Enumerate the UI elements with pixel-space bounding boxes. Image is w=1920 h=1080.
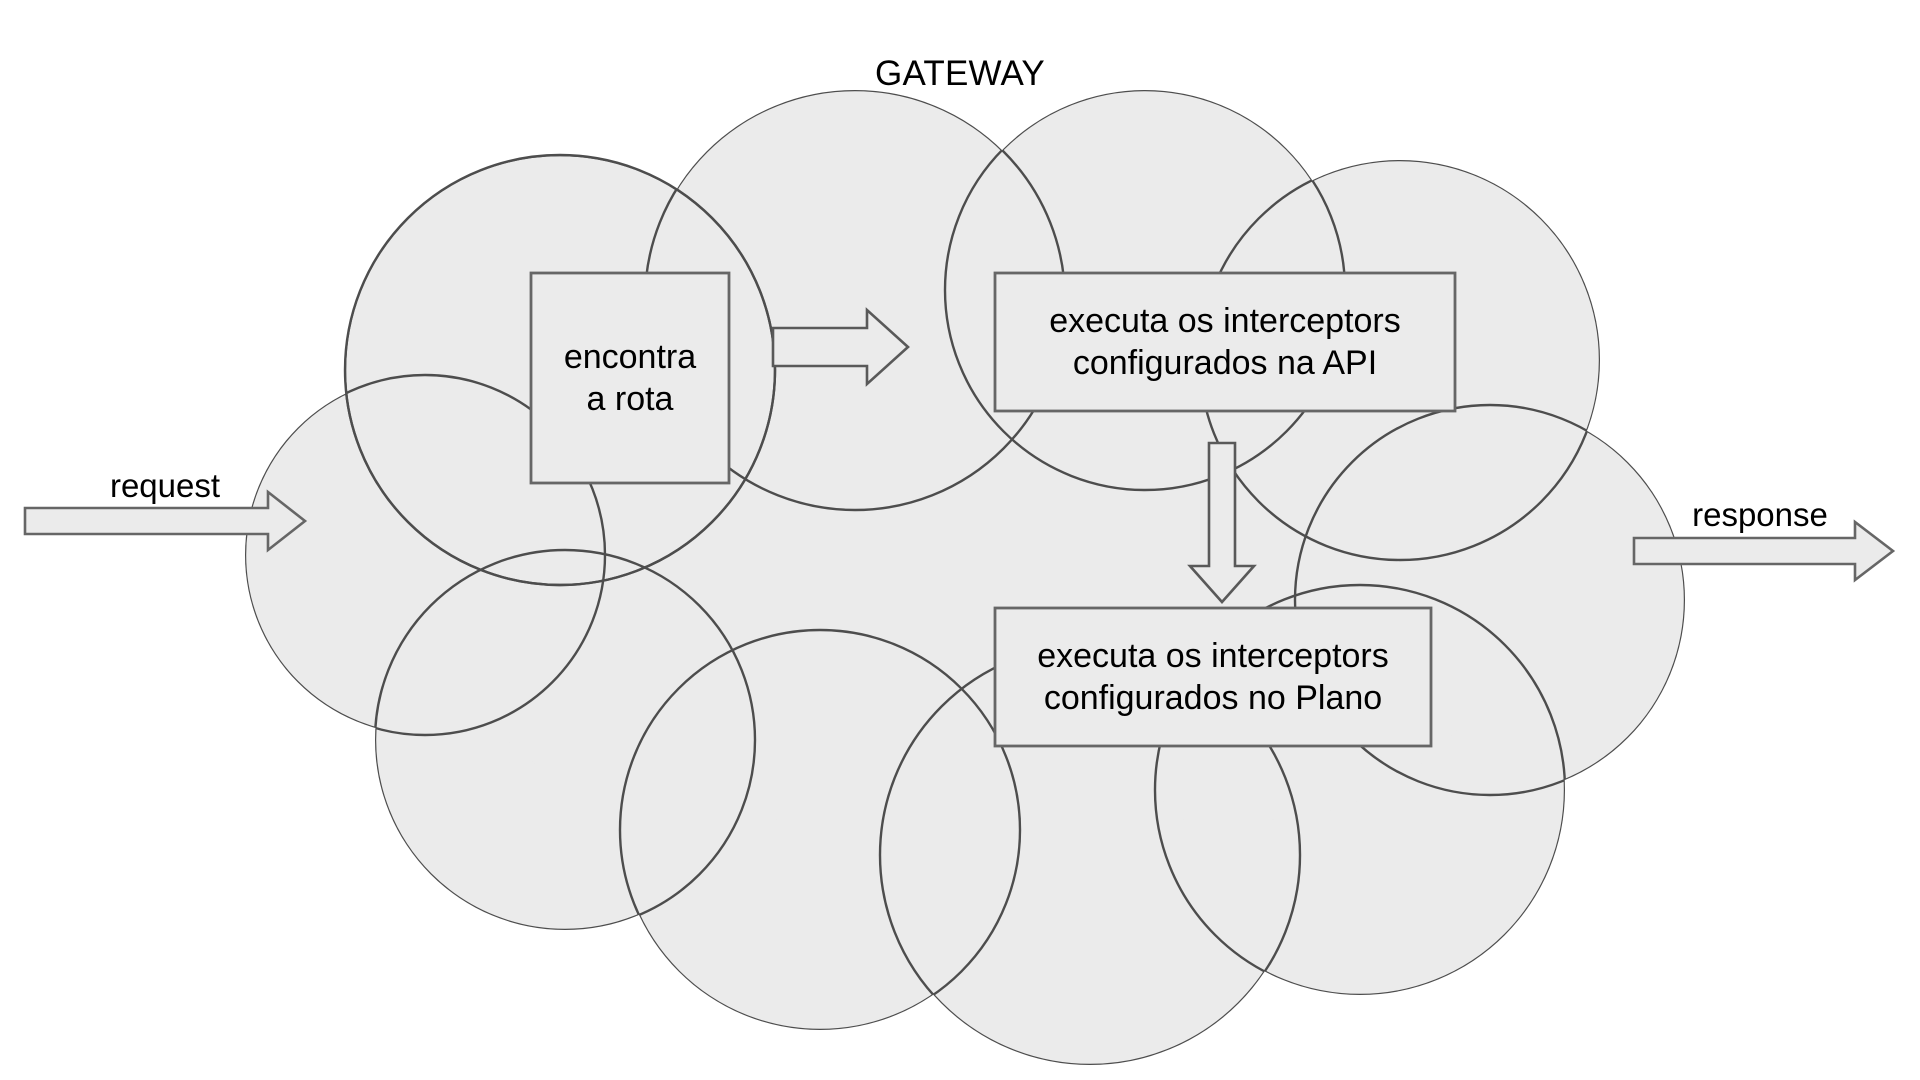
connector-api-interceptors-to-plan-interceptors [1187, 441, 1257, 604]
box-find-route [529, 271, 731, 485]
response-arrow-label: response [1692, 496, 1828, 533]
request-arrow-label: request [109, 467, 221, 504]
request-arrow [23, 489, 308, 553]
box-api-interceptors-label: executa os interceptors configurados na … [1049, 301, 1401, 383]
box-api-interceptors [993, 271, 1457, 413]
box-find-route-label: encontra a rota [563, 337, 697, 419]
page-title: GATEWAY [875, 54, 1045, 93]
gateway-cloud-shape [243, 88, 1687, 1067]
connector-find-route-to-api-interceptors [771, 307, 910, 387]
box-plan-interceptors [993, 606, 1433, 748]
response-arrow [1632, 519, 1896, 583]
box-plan-interceptors-label: executa os interceptors configurados no … [1037, 636, 1389, 718]
